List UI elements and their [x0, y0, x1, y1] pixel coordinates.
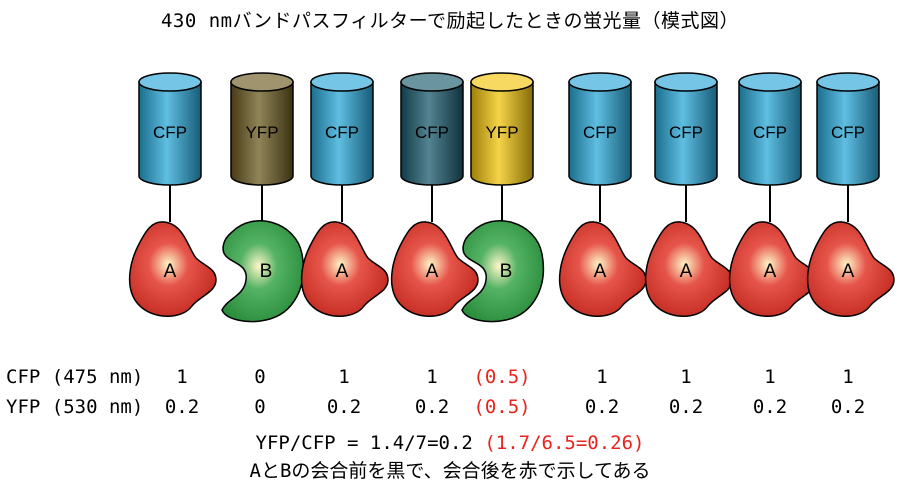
protein-a-0: A — [128, 221, 217, 317]
cfp-cylinder-5 — [568, 81, 632, 186]
protein-label-1: B — [260, 261, 273, 282]
cfp-value-3: 1 — [426, 366, 438, 388]
protein-label-3: A — [426, 261, 439, 282]
yfp-after-value-3: (0.5) — [473, 396, 531, 418]
color-note: AとBの会合前を黒で、会合後を赤で示してある — [249, 460, 651, 482]
cylinder-label-7: CFP — [753, 123, 787, 142]
protein-a-8: A — [806, 221, 895, 317]
yfp-cylinder-4 — [470, 81, 534, 186]
yfp-value-2: 0.2 — [326, 396, 362, 418]
cfp-cylinder-2 — [310, 81, 374, 186]
ratio-line: YFP/CFP = 1.4/7=0.2 (1.7/6.5=0.26) — [0, 432, 900, 454]
ratio-before: YFP/CFP = 1.4/7=0.2 — [255, 432, 473, 454]
yfp-value-7: 0.2 — [752, 396, 788, 418]
yfp-value-0: 0.2 — [164, 396, 200, 418]
cylinder-label-0: CFP — [153, 123, 187, 142]
protein-label-8: A — [842, 261, 855, 282]
cylinder-top-7 — [738, 72, 802, 92]
cfp-value-1: 0 — [254, 366, 266, 388]
protein-b-1: B — [221, 220, 304, 323]
protein-label-0: A — [164, 261, 177, 282]
protein-label-4: B — [500, 261, 513, 282]
cylinder-top-3 — [400, 72, 464, 92]
protein-a-5: A — [558, 221, 647, 317]
cfp-value-2: 1 — [338, 366, 350, 388]
cylinder-label-2: CFP — [325, 123, 359, 142]
protein-b-4: B — [461, 220, 544, 323]
protein-label-5: A — [594, 261, 607, 282]
yfp-value-3: 0.2 — [414, 396, 450, 418]
cylinder-label-8: CFP — [831, 123, 865, 142]
protein-label-2: A — [336, 261, 349, 282]
yfp-value-6: 0.2 — [668, 396, 704, 418]
page-title: 430 nmバンドパスフィルターで励起したときの蛍光量（模式図） — [160, 10, 740, 32]
yfp-value-8: 0.2 — [830, 396, 866, 418]
cylinder-label-1: YFP — [245, 123, 278, 142]
cylinder-label-3: CFP — [415, 123, 449, 142]
protein-a-7: A — [728, 221, 817, 317]
cfp-cylinder-0 — [138, 81, 202, 186]
protein-a-3: A — [390, 221, 479, 317]
protein-a-6: A — [644, 221, 733, 317]
cylinder-top-1 — [230, 72, 294, 92]
cylinder-label-4: YFP — [485, 123, 518, 142]
ratio-after: (1.7/6.5=0.26) — [484, 432, 645, 454]
cfp-value-8: 1 — [842, 366, 854, 388]
row-label-cfp: CFP (475 nm) — [6, 366, 144, 388]
cylinder-top-8 — [816, 72, 880, 92]
cfp-value-6: 1 — [680, 366, 692, 388]
cfp-cylinder-8 — [816, 81, 880, 186]
cylinder-label-5: CFP — [583, 123, 617, 142]
yfp-cylinder-1 — [230, 81, 294, 186]
cylinder-top-6 — [654, 72, 718, 92]
cylinder-top-2 — [310, 72, 374, 92]
cylinder-label-6: CFP — [669, 123, 703, 142]
cfp-after-value-3: (0.5) — [473, 366, 531, 388]
row-label-yfp: YFP (530 nm) — [6, 396, 144, 418]
cfp-value-0: 1 — [176, 366, 188, 388]
cfp-cylinder-7 — [738, 81, 802, 186]
cfp-cylinder-3 — [400, 81, 464, 186]
cylinder-top-5 — [568, 72, 632, 92]
cylinder-top-4 — [470, 72, 534, 92]
yfp-value-5: 0.2 — [584, 396, 620, 418]
cfp-value-5: 1 — [596, 366, 608, 388]
cfp-cylinder-6 — [654, 81, 718, 186]
protein-label-7: A — [764, 261, 777, 282]
cylinder-top-0 — [138, 72, 202, 92]
protein-label-6: A — [680, 261, 693, 282]
protein-a-2: A — [300, 221, 389, 317]
yfp-value-1: 0 — [254, 396, 266, 418]
cfp-value-7: 1 — [764, 366, 776, 388]
